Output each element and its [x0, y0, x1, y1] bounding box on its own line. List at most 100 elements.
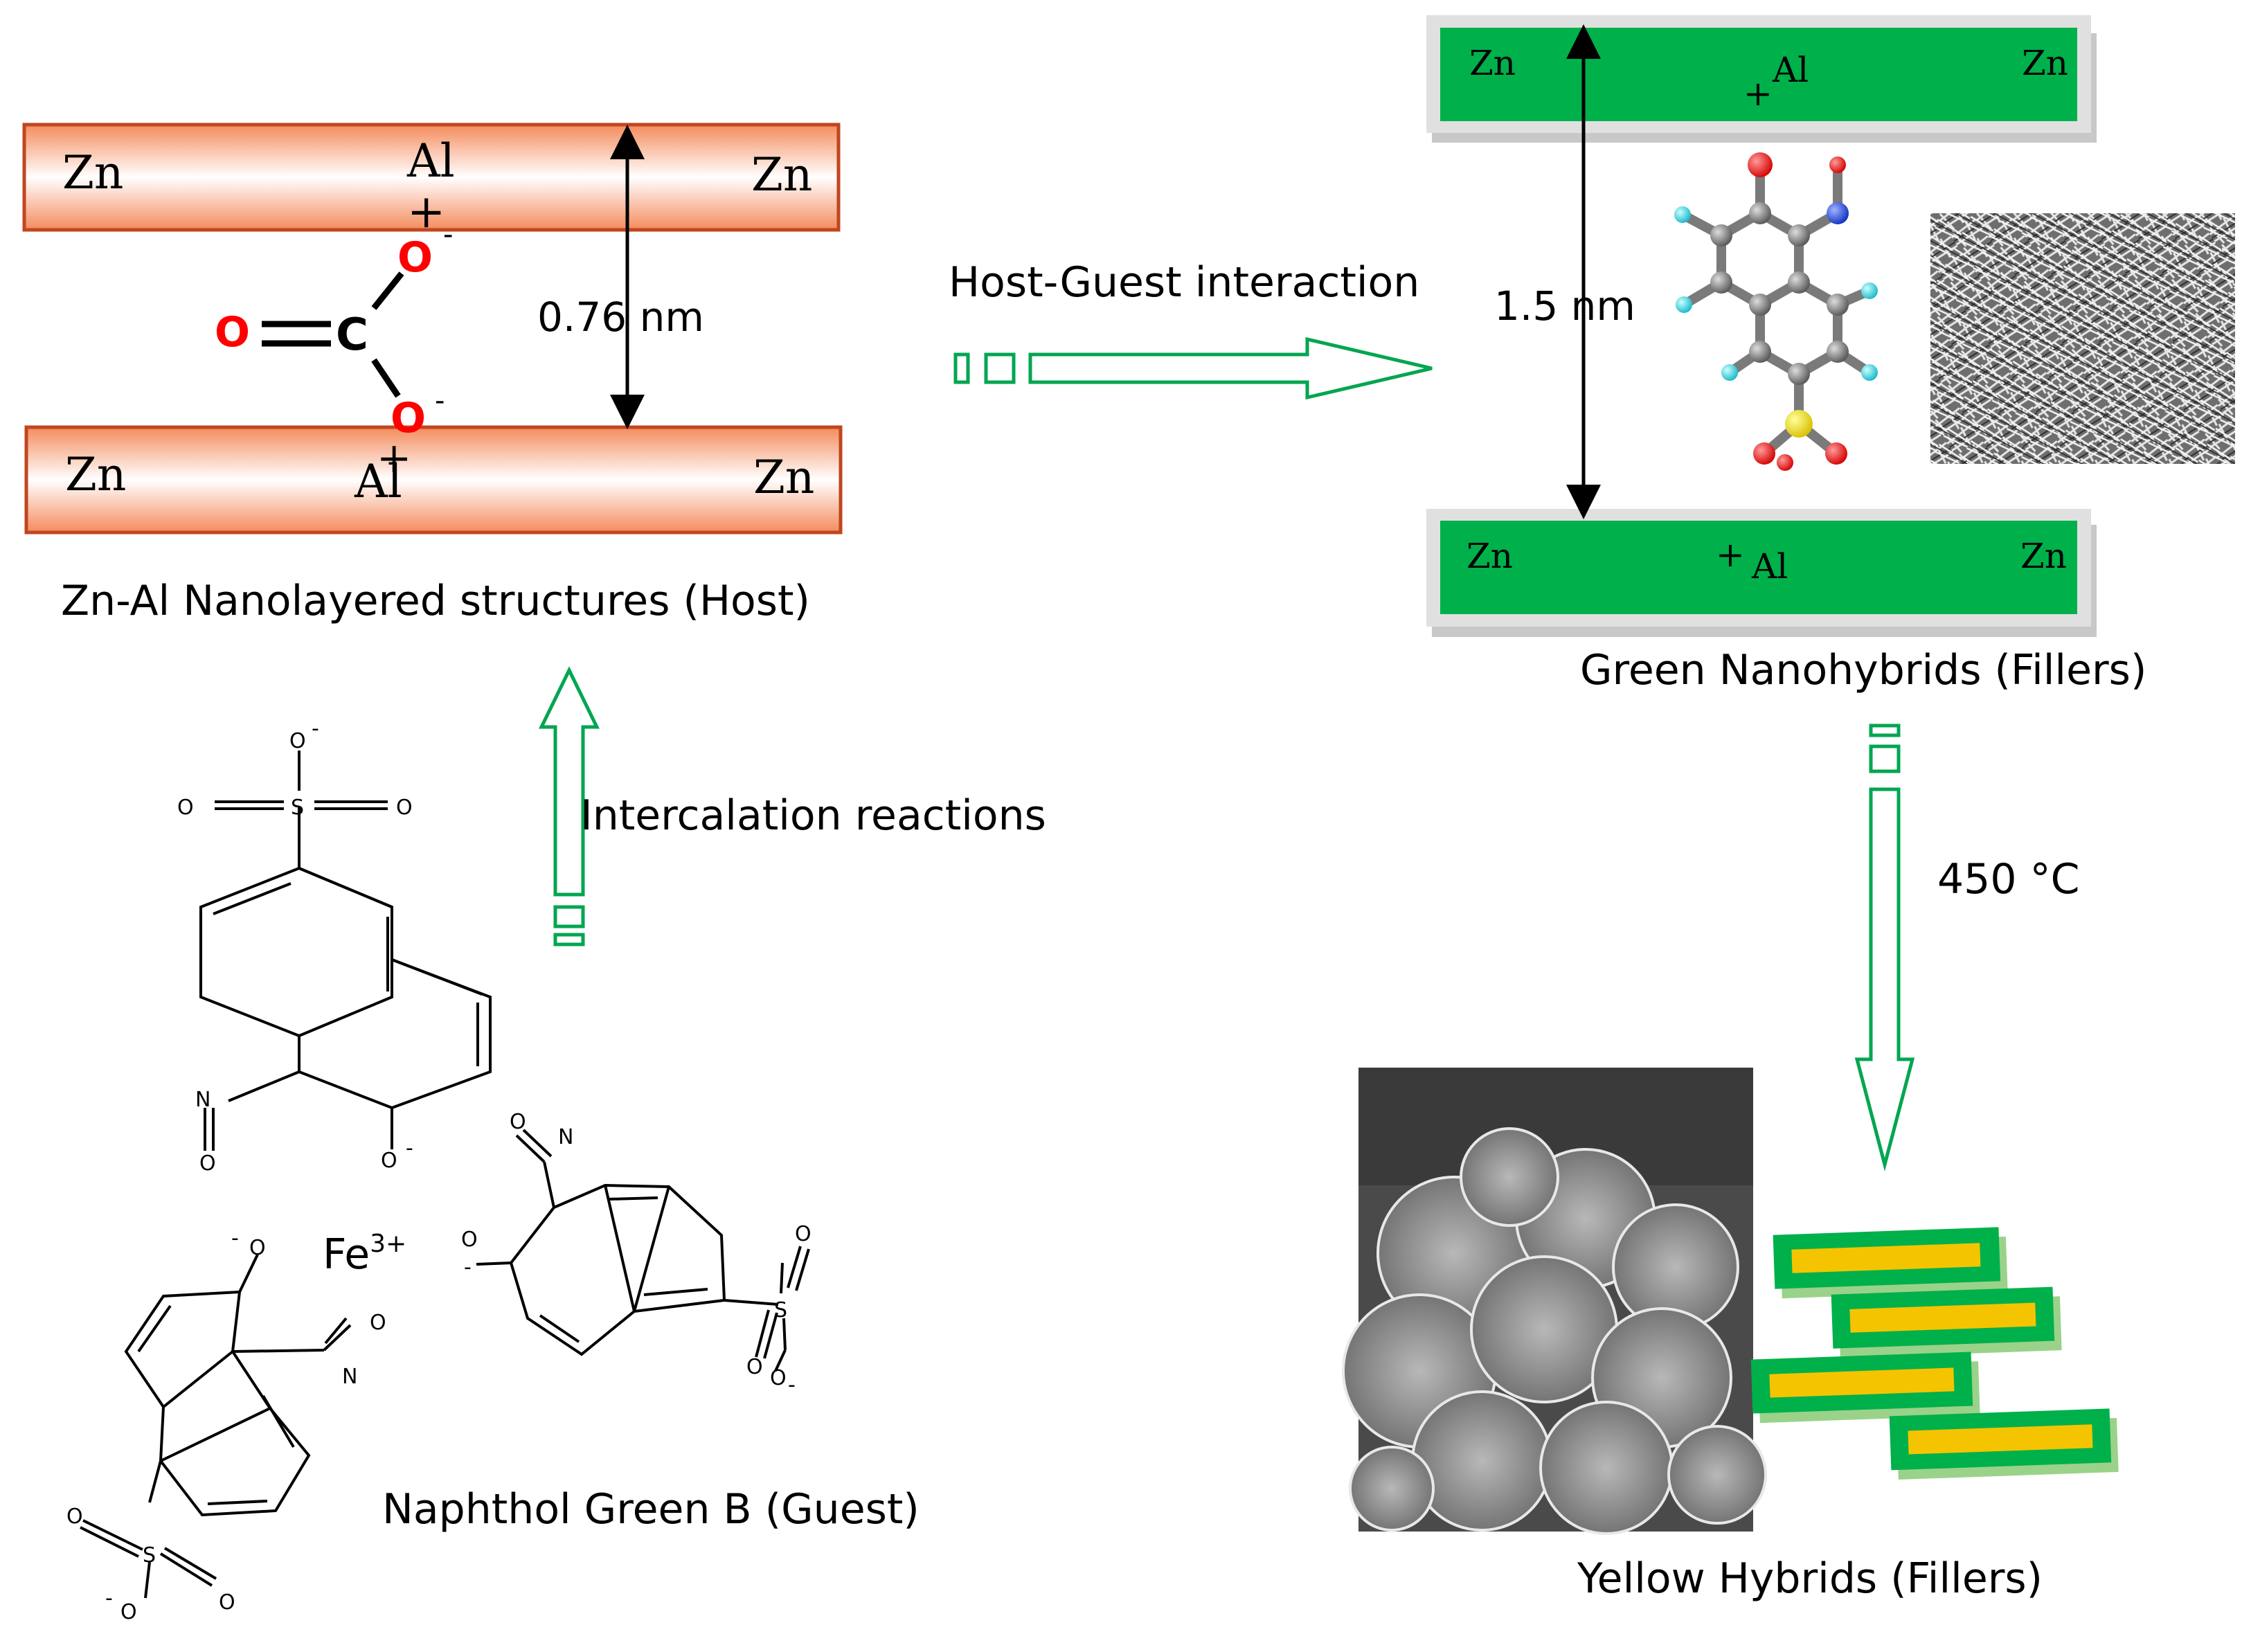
atom-carbon: [1749, 202, 1771, 224]
atom-oxygen: [1825, 442, 1847, 465]
guest-o: O: [199, 1151, 216, 1176]
host-top-zn-right: Zn: [751, 148, 812, 201]
green-bottom-plus: +: [1716, 535, 1745, 575]
atom-nitrogen: [1827, 202, 1849, 224]
guest-charge: -: [406, 1136, 413, 1160]
intercalation-arrow: Intercalation reactions: [538, 666, 1046, 946]
sem-image-yellow: [1342, 1068, 1767, 1535]
atom-carbon: [1710, 271, 1732, 294]
carbonate-charge-top: -: [443, 219, 453, 251]
atom-carbon: [1827, 341, 1849, 363]
guest-o: O: [746, 1355, 763, 1379]
guest-o: O: [795, 1222, 811, 1246]
guest-iron: Fe3+: [323, 1230, 406, 1279]
host-bottom-layer: [24, 425, 843, 535]
guest-o: O: [510, 1110, 526, 1134]
green-caption: Green Nanohybrids (Fillers): [1580, 646, 2146, 694]
carbonate-charge-bottom: -: [435, 385, 445, 417]
host-spacing-label: 0.76 nm: [537, 294, 704, 341]
host-bottom-plus: +: [377, 434, 411, 483]
guest-charge: -: [788, 1373, 796, 1397]
host-bottom-zn-left: Zn: [65, 448, 126, 501]
atom-hydrogen: [1721, 364, 1738, 381]
green-top-al: Al: [1772, 50, 1809, 90]
guest-iron-charge: 3+: [370, 1230, 406, 1258]
guest-s: S: [291, 796, 304, 820]
guest-o: O: [370, 1311, 386, 1335]
host-top-al: Al: [406, 134, 455, 188]
atom-carbon: [1788, 271, 1810, 294]
guest-atom-labels: O - S O O N O O - O - O N O S O O - O N …: [66, 717, 811, 1624]
yellow-plate: [1750, 1352, 1980, 1424]
green-top-zn-right: Zn: [2022, 43, 2068, 83]
host-layered-structure: Zn Al + Zn Zn Al + Zn 0.76 nm Zn-Al Nano…: [22, 123, 843, 625]
intercalation-label: Intercalation reactions: [580, 791, 1046, 840]
atom-oxygen: [1753, 442, 1775, 465]
atom-carbon: [1749, 294, 1771, 316]
host-guest-arrow-body: [1028, 336, 1433, 400]
green-layered-structure: Zn Al + Zn Zn + Al Zn 1.5 nm Green Nanoh…: [1426, 15, 2146, 694]
guest-charge: -: [231, 1226, 239, 1250]
carbonate-oxygen-bottom: O: [391, 394, 426, 442]
green-top-plus: +: [1743, 73, 1773, 114]
guest-o: O: [770, 1366, 787, 1390]
green-top-zn-left: Zn: [1469, 43, 1516, 83]
host-bottom-zn-right: Zn: [753, 451, 814, 504]
yellow-hybrid-plates: [1750, 1227, 2119, 1480]
intercalation-arrow-dash-2: [553, 933, 585, 946]
atom-carbon: [1710, 224, 1732, 246]
atom-sulfur: [1785, 410, 1813, 438]
carbonate-oxygen-left: O: [215, 308, 250, 357]
atom-carbon: [1788, 224, 1810, 246]
green-top-layer-core: [1440, 28, 2077, 121]
atom-carbon: [1749, 341, 1771, 363]
guest-o: O: [177, 796, 194, 820]
guest-o: O: [249, 1236, 266, 1260]
atom-carbon: [1788, 363, 1810, 385]
guest-n: N: [342, 1365, 357, 1389]
calcination-arrow-dash-2: [1869, 744, 1901, 773]
yellow-plate: [1889, 1408, 2119, 1480]
green-bottom-zn-left: Zn: [1467, 536, 1513, 576]
host-top-plus: +: [407, 185, 445, 238]
guest-charge: -: [105, 1586, 113, 1610]
host-guest-arrow: Host-Guest interaction: [949, 258, 1433, 400]
guest-structure: [80, 751, 810, 1599]
host-caption: Zn-Al Nanolayered structures (Host): [61, 577, 810, 625]
carbonate-anion: O C O - O -: [215, 219, 453, 442]
yellow-caption: Yellow Hybrids (Fillers): [1577, 1554, 2043, 1603]
guest-s: S: [143, 1543, 156, 1568]
atom-hydrogen: [1674, 206, 1691, 223]
sem-image-nanohybrid: [1930, 213, 2235, 464]
calcination-arrow-dash-1: [1869, 724, 1901, 737]
guest-n: N: [558, 1125, 573, 1149]
host-guest-label: Host-Guest interaction: [949, 258, 1419, 307]
host-bottom-al: Al: [354, 455, 402, 508]
guest-o: O: [381, 1149, 397, 1173]
host-top-layer: [22, 123, 841, 232]
green-bottom-layer-core: [1440, 521, 2077, 614]
green-spacing-label: 1.5 nm: [1494, 282, 1635, 330]
atom-oxygen: [1748, 152, 1773, 177]
host-guest-arrow-dash-2: [984, 352, 1016, 384]
host-top-zn-left: Zn: [62, 146, 123, 199]
yellow-plate: [1773, 1227, 2008, 1299]
molecule-atoms: [1674, 152, 1878, 471]
calcination-temperature: 450 °C: [1937, 855, 2080, 904]
atom-carbon: [1827, 294, 1849, 316]
atom-hydrogen: [1861, 364, 1878, 381]
guest-o: O: [219, 1590, 235, 1615]
green-bottom-al: Al: [1751, 546, 1788, 586]
calcination-arrow-body: [1854, 787, 1915, 1171]
guest-o: O: [120, 1600, 137, 1624]
green-bottom-zn-right: Zn: [2020, 536, 2067, 576]
carbonate-carbon: C: [336, 309, 368, 361]
guest-o: O: [461, 1228, 478, 1252]
carbonate-oxygen-top: O: [397, 233, 433, 282]
carbonate-bond-up: [371, 271, 404, 310]
intercalation-arrow-dash-1: [553, 905, 585, 928]
calcination-arrow: 450 °C: [1854, 724, 2080, 1171]
guest-o: O: [289, 729, 306, 753]
guest-o: O: [66, 1505, 83, 1529]
